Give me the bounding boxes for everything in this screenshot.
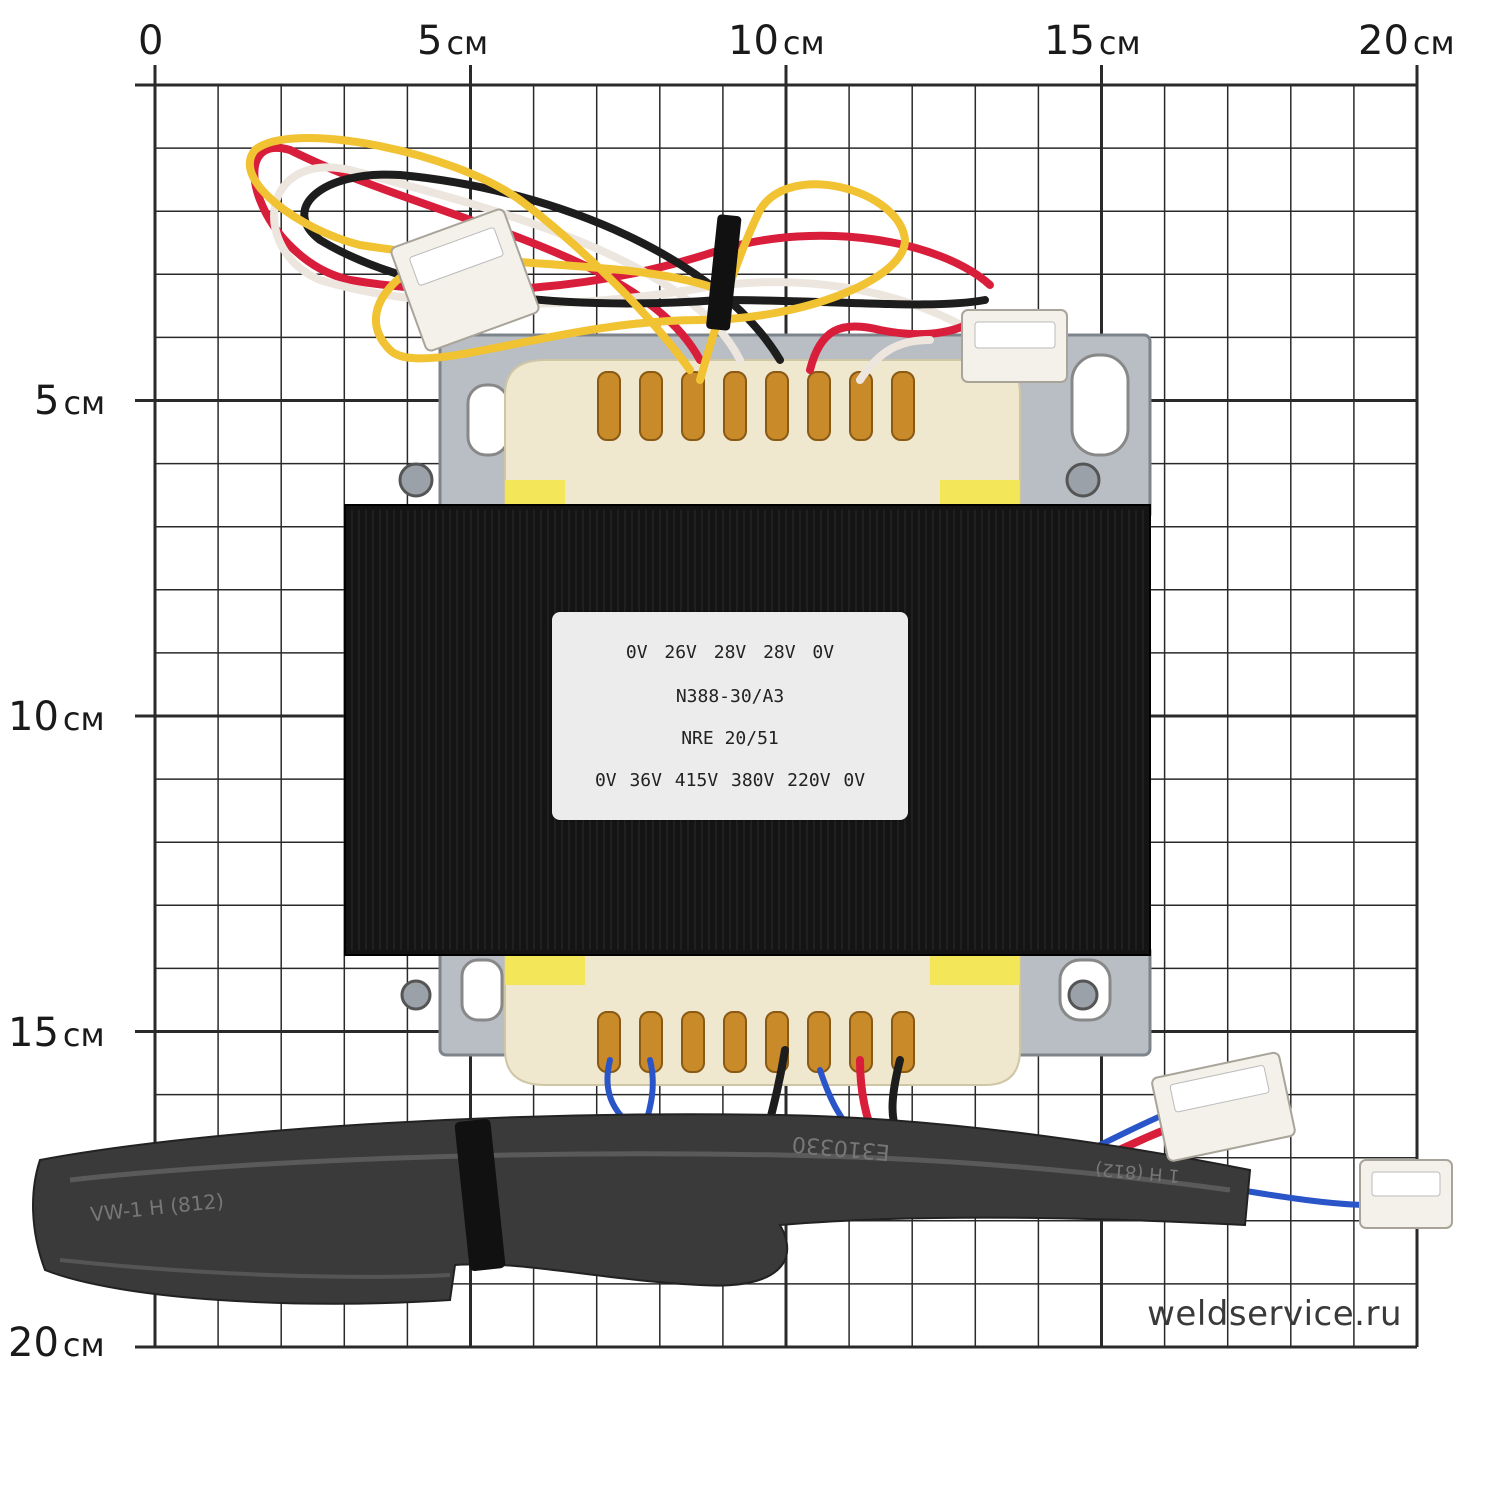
transformer-nameplate: 0V 26V 28V 28V 0V N388-30/A3 NRE 20/51 0… [552, 612, 908, 820]
bobbin-slot [639, 371, 663, 441]
nameplate-secondary-taps: 0V 26V 28V 28V 0V [625, 642, 835, 663]
bobbin-top [504, 359, 1021, 521]
bobbin-slot [807, 371, 831, 441]
nameplate-model: N388-30/A3 [675, 686, 785, 707]
bobbin-slot [597, 371, 621, 441]
laminated-core [344, 504, 1151, 956]
bobbin-bottom [504, 944, 1021, 1086]
connector-plug-top-left [390, 208, 540, 352]
connector-plug-top-right [961, 309, 1068, 383]
connector-plug-bottom-right [1151, 1051, 1296, 1162]
nameplate-code: NRE 20/51 [681, 728, 779, 749]
bobbin-slot [723, 371, 747, 441]
heat-shrink-sleeve: VW-1 H (812) E310330 1 H (812) [32, 1113, 1252, 1305]
bobbin-slot [765, 371, 789, 441]
bobbin-slot [681, 1011, 705, 1073]
bobbin-slot [723, 1011, 747, 1073]
bobbin-slot [807, 1011, 831, 1073]
nameplate-primary-taps: 0V 36V 415V 380V 220V 0V [594, 770, 866, 791]
cable-tie-bottom [454, 1119, 506, 1271]
bobbin-slot [891, 371, 915, 441]
watermark: weldservice.ru [1147, 1294, 1402, 1334]
connector-plug-bottom-far-right [1359, 1159, 1453, 1229]
cable-tie-top [706, 214, 742, 331]
scale-top-0: 0 [138, 18, 164, 64]
